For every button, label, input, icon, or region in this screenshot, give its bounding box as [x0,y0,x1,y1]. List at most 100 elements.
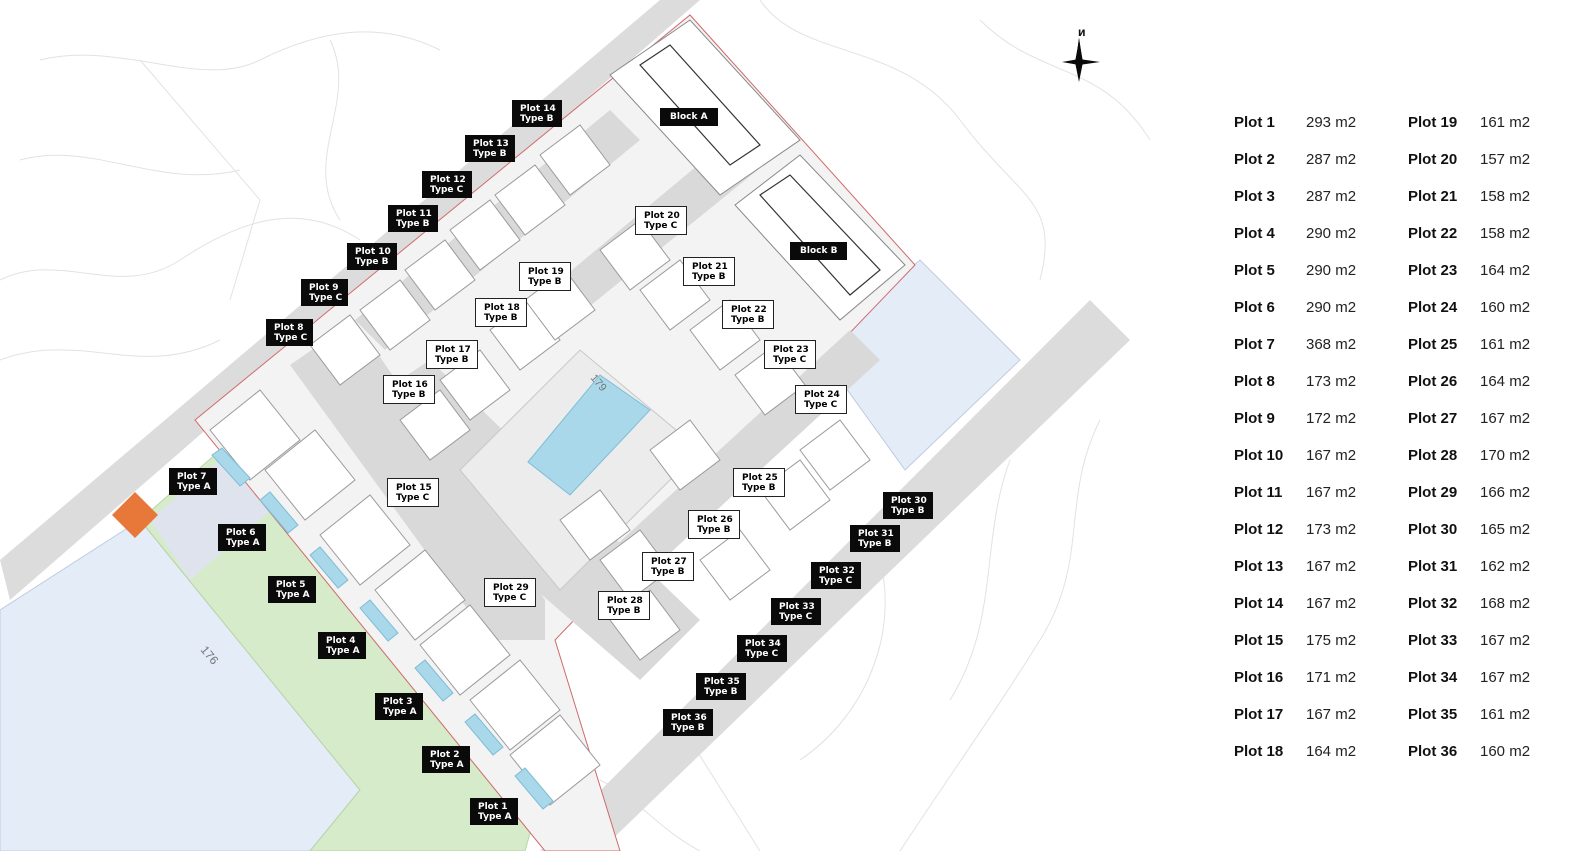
area-plot-value: 175 m2 [1306,632,1357,649]
area-plot-value: 164 m2 [1306,743,1357,760]
area-plot-name: Plot 29 [1408,484,1458,501]
area-plot-value: 287 m2 [1306,188,1357,205]
area-plot-name: Plot 35 [1408,706,1458,723]
area-plot-value: 290 m2 [1306,299,1357,316]
area-plot-value: 293 m2 [1306,114,1357,131]
area-row: Plot 26 164 m2 [1408,363,1578,400]
area-plot-value: 167 m2 [1306,447,1357,464]
area-plot-name: Plot 4 [1234,225,1275,242]
area-plot-value: 290 m2 [1306,225,1357,242]
area-plot-value: 166 m2 [1480,484,1531,501]
compass-letter: И [1078,29,1086,39]
area-row: Plot 33 167 m2 [1408,622,1578,659]
apartment-block-b-footprint [734,154,906,321]
area-plot-value: 167 m2 [1306,484,1357,501]
area-plot-value: 164 m2 [1480,373,1531,390]
area-plot-name: Plot 12 [1234,521,1284,538]
area-plot-name: Plot 5 [1234,262,1275,279]
area-plot-name: Plot 15 [1234,632,1284,649]
area-plot-name: Plot 34 [1408,669,1458,686]
area-row: Plot 10 167 m2 [1234,437,1404,474]
area-plot-name: Plot 25 [1408,336,1458,353]
villa-row-west [209,389,601,806]
north-arrow-icon: И [1062,28,1102,86]
area-plot-value: 167 m2 [1480,632,1531,649]
area-plot-value: 168 m2 [1480,595,1531,612]
area-row: Plot 22 158 m2 [1408,215,1578,252]
area-plot-value: 165 m2 [1480,521,1531,538]
area-plot-value: 173 m2 [1306,521,1357,538]
area-plot-name: Plot 33 [1408,632,1458,649]
area-plot-value: 157 m2 [1480,151,1531,168]
area-plot-value: 173 m2 [1306,373,1357,390]
area-plot-value: 290 m2 [1306,262,1357,279]
area-plot-name: Plot 18 [1234,743,1284,760]
area-row: Plot 3 287 m2 [1234,178,1404,215]
area-plot-value: 170 m2 [1480,447,1531,464]
area-plot-value: 171 m2 [1306,669,1357,686]
area-row: Plot 11 167 m2 [1234,474,1404,511]
area-plot-name: Plot 14 [1234,595,1284,612]
area-plot-name: Plot 3 [1234,188,1275,205]
area-plot-name: Plot 2 [1234,151,1275,168]
area-plot-name: Plot 23 [1408,262,1458,279]
area-plot-value: 162 m2 [1480,558,1531,575]
area-plot-name: Plot 26 [1408,373,1458,390]
area-plot-name: Plot 10 [1234,447,1284,464]
area-plot-value: 160 m2 [1480,743,1531,760]
area-plot-value: 160 m2 [1480,299,1531,316]
area-plot-value: 161 m2 [1480,114,1531,131]
central-pool-area [459,349,701,591]
block-a-label: Block A [660,108,718,126]
villa-pools-west [211,447,554,810]
area-row: Plot 12 173 m2 [1234,511,1404,548]
area-plot-value: 161 m2 [1480,706,1531,723]
area-plot-name: Plot 19 [1408,114,1458,131]
apartment-block-a-footprint [609,19,801,196]
area-plot-name: Plot 11 [1234,484,1283,501]
area-plot-value: 158 m2 [1480,225,1531,242]
area-row: Plot 24 160 m2 [1408,289,1578,326]
area-plot-name: Plot 24 [1408,299,1458,316]
villa-row-north [309,124,611,386]
area-plot-name: Plot 21 [1408,188,1458,205]
area-plot-name: Plot 13 [1234,558,1284,575]
area-plot-name: Plot 32 [1408,595,1458,612]
area-plot-value: 167 m2 [1480,410,1531,427]
area-plot-name: Plot 22 [1408,225,1458,242]
